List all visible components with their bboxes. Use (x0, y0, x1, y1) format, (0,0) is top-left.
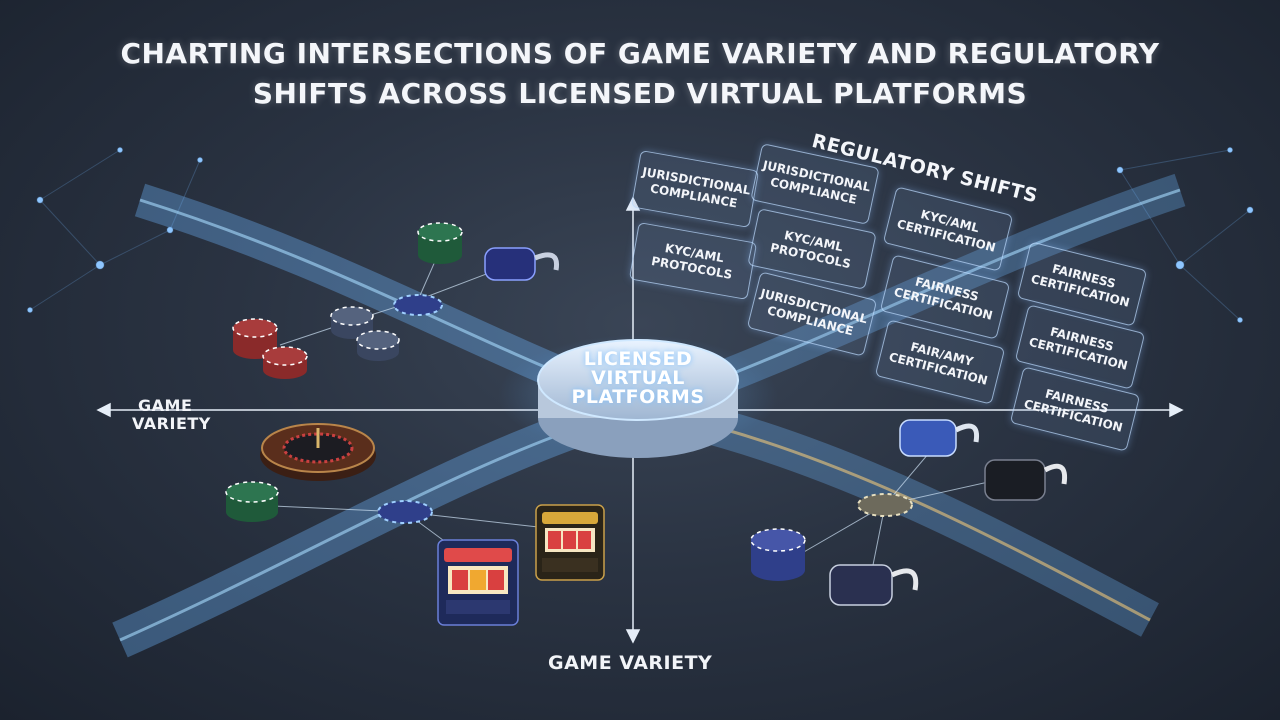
left-arrow-icon (96, 402, 111, 418)
casino-chip-icon (225, 481, 279, 522)
hub-label-line-2: VIRTUAL (591, 367, 685, 389)
vr-headset-icon (984, 459, 1068, 501)
up-arrow-icon (625, 196, 641, 211)
left-axis-label: GAME VARIETY (132, 397, 211, 433)
hub-label: LICENSED VIRTUAL PLATFORMS (548, 350, 728, 407)
casino-chip-icon (330, 306, 400, 361)
right-arrow-icon (1169, 402, 1184, 418)
roulette-wheel-icon (260, 423, 376, 481)
hub-label-line-3: PLATFORMS (571, 386, 705, 408)
left-axis-label-line-1: GAME (138, 396, 193, 415)
hub-label-line-1: LICENSED (583, 348, 693, 370)
title-line-2: SHIFTS ACROSS LICENSED VIRTUAL PLATFORMS (252, 77, 1028, 110)
casino-chip-icon (377, 500, 433, 524)
casino-chip-icon (393, 294, 443, 316)
slot-machine-icon (437, 539, 519, 626)
casino-chip-icon (417, 222, 463, 264)
down-arrow-icon (625, 629, 641, 644)
vr-headset-icon (829, 564, 919, 606)
casino-chip-icon (232, 318, 308, 379)
casino-chip-icon (750, 528, 806, 581)
network-background (27, 147, 1254, 323)
left-axis-label-line-2: VARIETY (132, 414, 211, 433)
vr-headset-icon (484, 247, 560, 281)
vr-headset-icon (899, 419, 980, 457)
slot-machine-icon (535, 504, 605, 581)
page-title: CHARTING INTERSECTIONS OF GAME VARIETY A… (0, 34, 1280, 114)
hub-platform (498, 335, 778, 458)
title-line-1: CHARTING INTERSECTIONS OF GAME VARIETY A… (120, 37, 1160, 70)
casino-chip-icon (857, 493, 913, 517)
bottom-axis-label: GAME VARIETY (548, 652, 713, 674)
